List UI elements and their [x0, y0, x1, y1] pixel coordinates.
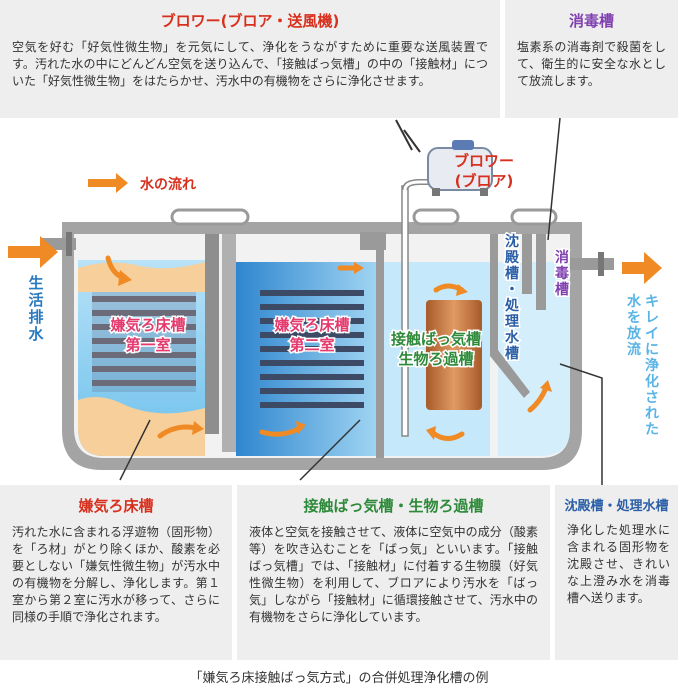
blower-device	[427, 140, 493, 196]
anaerobic-title: 嫌気ろ床槽	[78, 497, 154, 515]
disinfect-info-box: 消毒槽 塩素系の消毒剤で殺菌をして、衛生的に安全な水として放流します。	[505, 0, 678, 118]
blower-description: 空気を好む「好気性微生物」を元気にして、浄化をうながすために重要な送風装置です。…	[12, 40, 488, 88]
sediment-description: 浄化した処理水に含まれる固形物を沈殿させ、きれいな上澄み水を消毒槽へ送ります。	[567, 523, 670, 605]
disinfect-tank-label-char: 消	[555, 249, 569, 266]
outlet-label-char: た	[645, 422, 659, 438]
outlet-label-char: イ	[645, 326, 659, 342]
outlet-label-char: に	[645, 342, 659, 358]
partition-1	[205, 234, 219, 434]
sediment-label-char: 槽	[505, 265, 519, 282]
manhole-3	[510, 208, 558, 226]
flow-legend-label: 水の流れ	[140, 176, 196, 193]
chamber1-label-line1: 嫌気ろ床槽	[109, 316, 185, 334]
inlet-label-char: 水	[28, 325, 44, 343]
anaerobic-description: 汚れた水に含まれる浮遊物（固形物）を「ろ材」がとり除くほか、酸素を必要としない「…	[12, 525, 220, 624]
outlet-label-char: 化	[645, 373, 659, 390]
outlet-label-char: 浄	[645, 357, 659, 374]
anaerobic-info-box: 嫌気ろ床槽 汚れた水に含まれる浮遊物（固形物）を「ろ材」がとり除くほか、酸素を必…	[0, 485, 232, 660]
inlet-label-char: 活	[28, 291, 43, 309]
disinfect-title: 消毒槽	[568, 12, 614, 30]
disinfect-tank-label-char: 毒	[555, 265, 569, 282]
partition-2	[376, 234, 384, 458]
manhole-2	[412, 208, 460, 226]
contact-media	[426, 300, 482, 410]
sediment-label-char: 水	[505, 329, 520, 346]
sediment-label-char: 槽	[505, 345, 519, 362]
disinfect-tank-label-char: 槽	[555, 281, 569, 298]
outlet-label-char: 放	[626, 325, 642, 342]
sediment-label-char: 沈	[505, 233, 519, 250]
chamber1-filter-media	[92, 292, 196, 392]
blower-title: ブロワー(ブロア・送風機)	[160, 12, 340, 30]
chamber2-label-line1: 嫌気ろ床槽	[273, 316, 349, 334]
sediment-label-char: 理	[505, 314, 519, 330]
outlet-label-char: さ	[645, 390, 659, 406]
chamber1-label-line2: 第一室	[125, 336, 170, 354]
outlet-label-char: れ	[645, 406, 659, 422]
inlet-arrow	[8, 236, 58, 268]
outlet-arrow	[622, 252, 662, 284]
sediment-label-char: 処	[504, 297, 520, 314]
inlet-label-char: 生	[28, 274, 43, 292]
sediment-title: 沈殿槽・処理水槽	[564, 499, 669, 514]
outlet-pipe	[570, 258, 614, 270]
figure-caption: 「嫌気ろ床接触ばっ気方式」の合併処理浄化槽の例	[189, 671, 489, 686]
sediment-label-char: ・	[505, 282, 519, 298]
chamber4-water	[498, 262, 570, 456]
outlet-label-char: キ	[645, 294, 659, 310]
septic-tank-diagram: 水の流れ 生 活 排 水 嫌気ろ床槽 第一室 嫌気ろ床槽 第二室 接触ばっ気槽 …	[8, 117, 662, 485]
sediment-info-box: 沈殿槽・処理水槽 浄化した処理水に含まれる固形物を沈殿させ、きれいな上澄み水を消…	[555, 485, 678, 660]
partition-3	[490, 234, 530, 398]
flow-legend-arrow	[88, 173, 128, 193]
sediment-label-char: 殿	[504, 250, 520, 266]
manhole-1	[170, 208, 250, 226]
chamber2-filter-media	[260, 290, 364, 408]
disinfect-description: 塩素系の消毒剤で殺菌をして、衛生的に安全な水として放流します。	[517, 40, 666, 88]
chamber2-label-line2: 第二室	[289, 336, 334, 354]
air-pipe	[401, 185, 409, 437]
contact-aeration-description: 液体と空気を接触させて、液体に空気中の成分（酸素等）を吹き込むことを「ばっ気」と…	[249, 525, 538, 624]
partition-1b	[222, 234, 236, 452]
blower-info-box: ブロワー(ブロア・送風機) 空気を好む「好気性微生物」を元気にして、浄化をうなが…	[0, 0, 500, 118]
outlet-label-char: 流	[627, 341, 641, 358]
blower-diagram-label-line2: (ブロア)	[455, 172, 514, 190]
outlet-label-char: を	[627, 310, 641, 326]
outlet-label-char: 水	[627, 293, 642, 310]
contact-aeration-title: 接触ばっ気槽・生物ろ過槽	[303, 497, 484, 515]
contact-aeration-info-box: 接触ばっ気槽・生物ろ過槽 液体と空気を接触させて、液体に空気中の成分（酸素等）を…	[237, 485, 550, 660]
blower-diagram-label-line1: ブロワー	[454, 152, 514, 170]
inlet-label-char: 排	[28, 308, 43, 326]
outlet-label-char: レ	[645, 310, 659, 326]
contact-tank-label-line1: 接触ばっ気槽	[391, 330, 481, 348]
contact-tank-label-line2: 生物ろ過槽	[398, 350, 473, 368]
